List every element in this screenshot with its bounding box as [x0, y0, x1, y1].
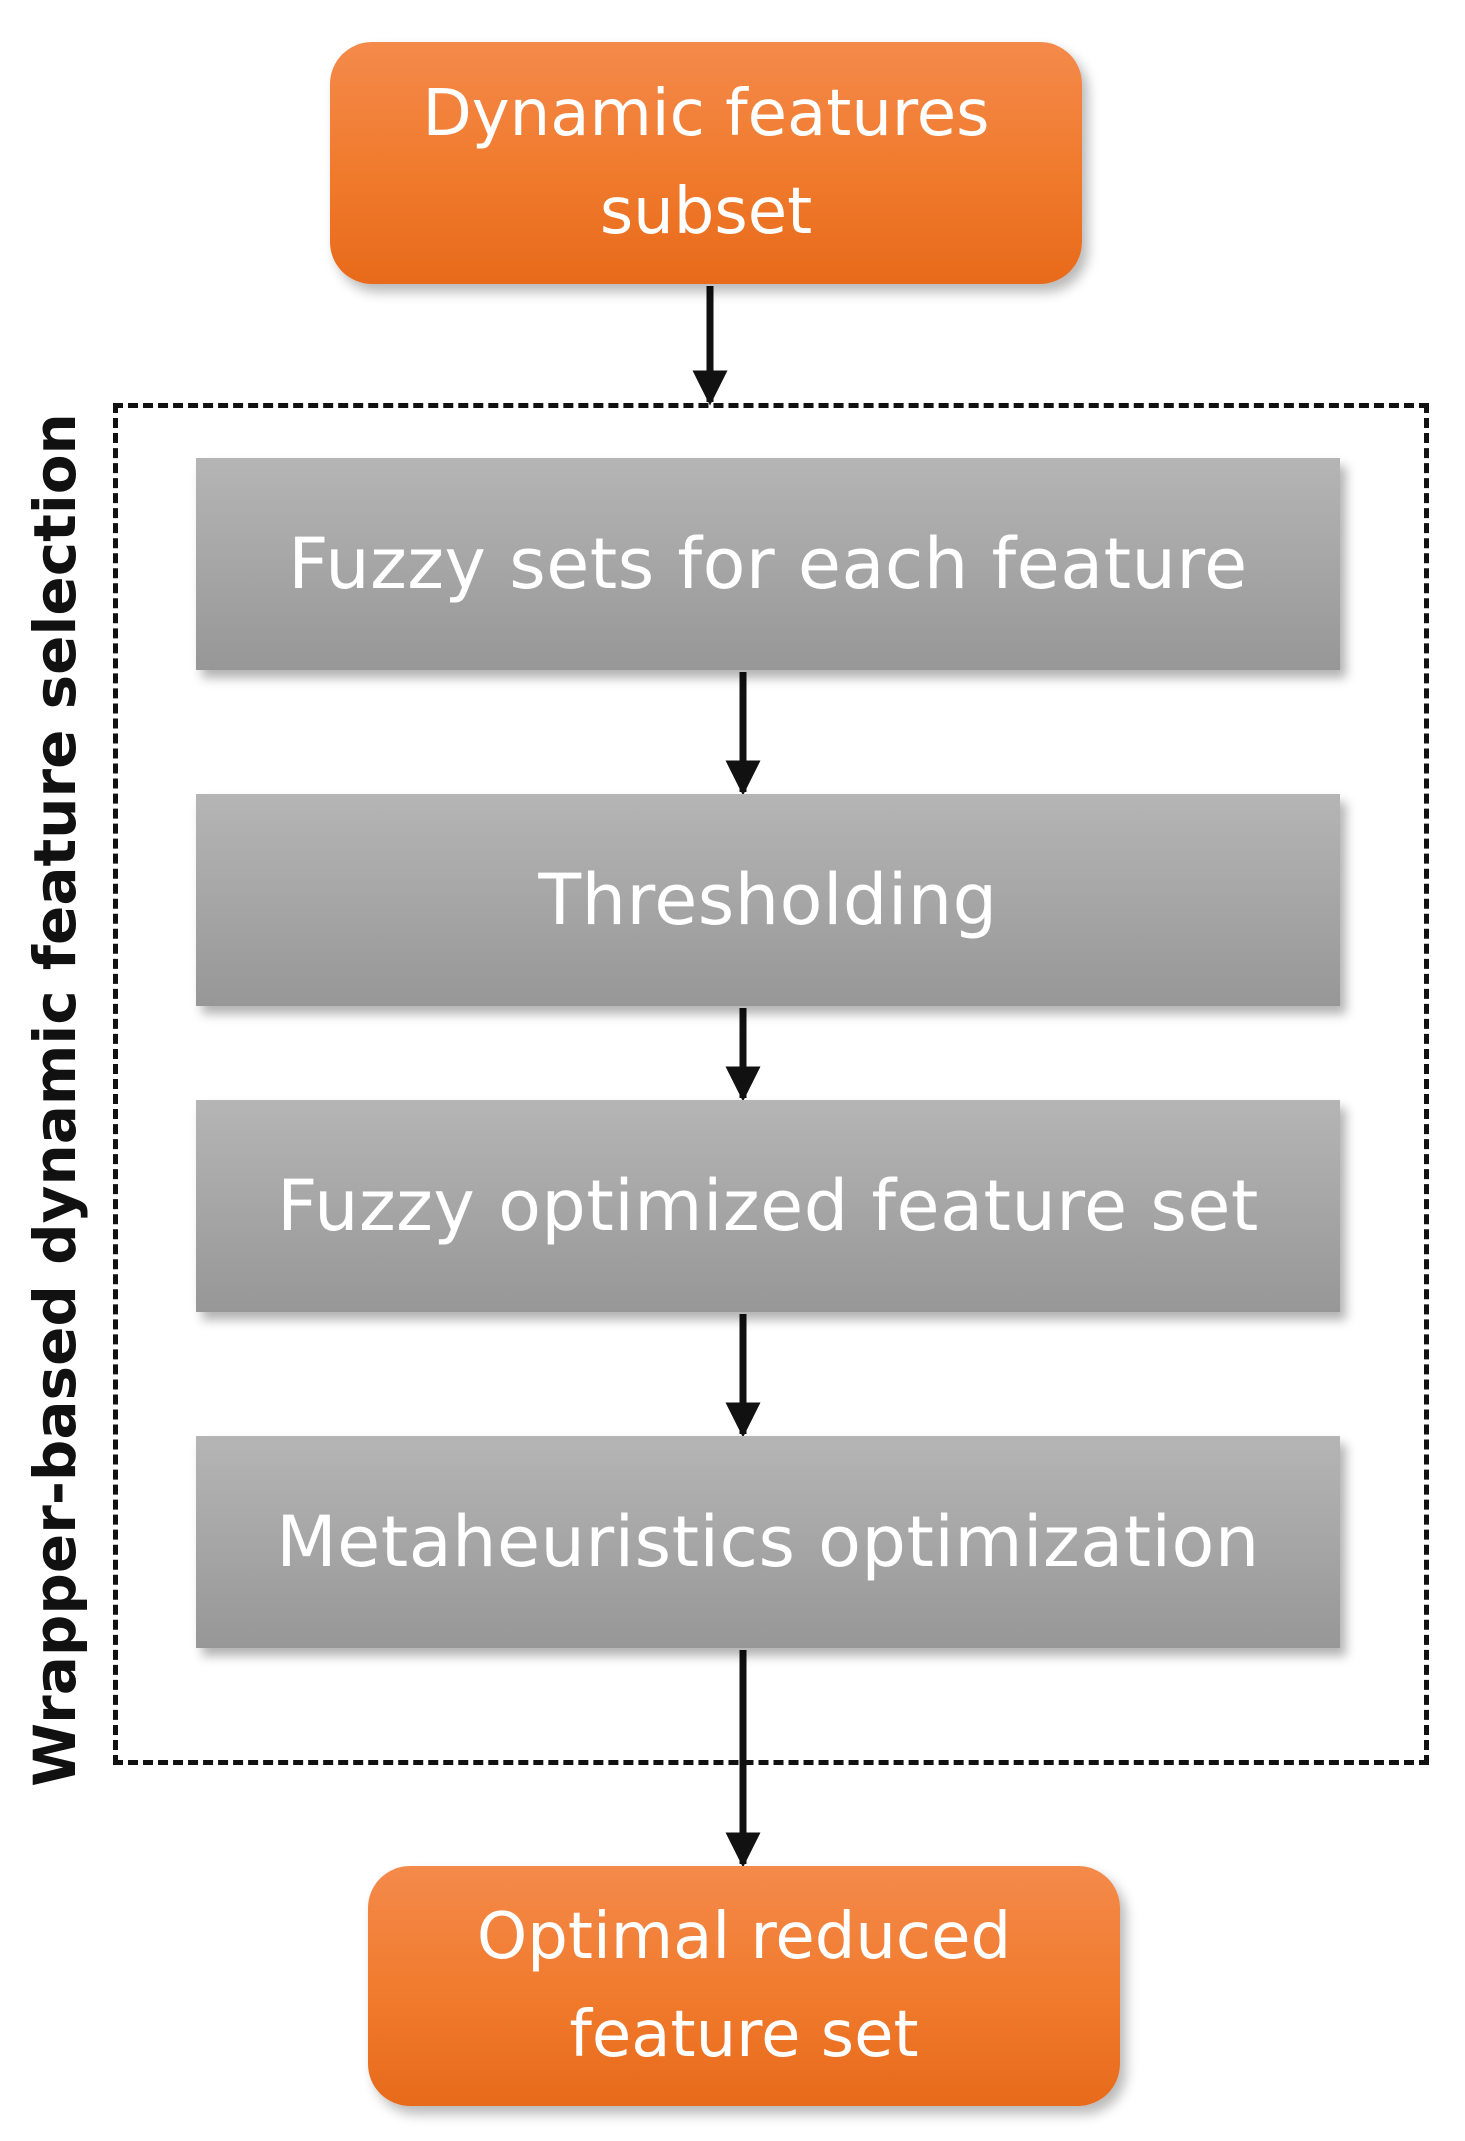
step-label: Fuzzy optimized feature set [277, 1165, 1259, 1247]
step-label: Fuzzy sets for each feature [288, 523, 1248, 605]
target-node: Optimal reduced feature set [368, 1866, 1120, 2106]
step-thresholding: Thresholding [196, 794, 1340, 1006]
step-fuzzy-sets: Fuzzy sets for each feature [196, 458, 1340, 670]
group-label: Wrapper-based dynamic feature selection [21, 413, 89, 1787]
source-node-label: Dynamic features subset [422, 77, 990, 249]
target-node-label: Optimal reduced feature set [476, 1900, 1012, 2072]
step-label: Thresholding [538, 859, 998, 941]
step-metaheuristics: Metaheuristics optimization [196, 1436, 1340, 1648]
step-fuzzy-optimized-set: Fuzzy optimized feature set [196, 1100, 1340, 1312]
step-label: Metaheuristics optimization [276, 1501, 1260, 1583]
feature-selection-group-frame [113, 403, 1429, 1765]
source-node: Dynamic features subset [330, 42, 1082, 284]
